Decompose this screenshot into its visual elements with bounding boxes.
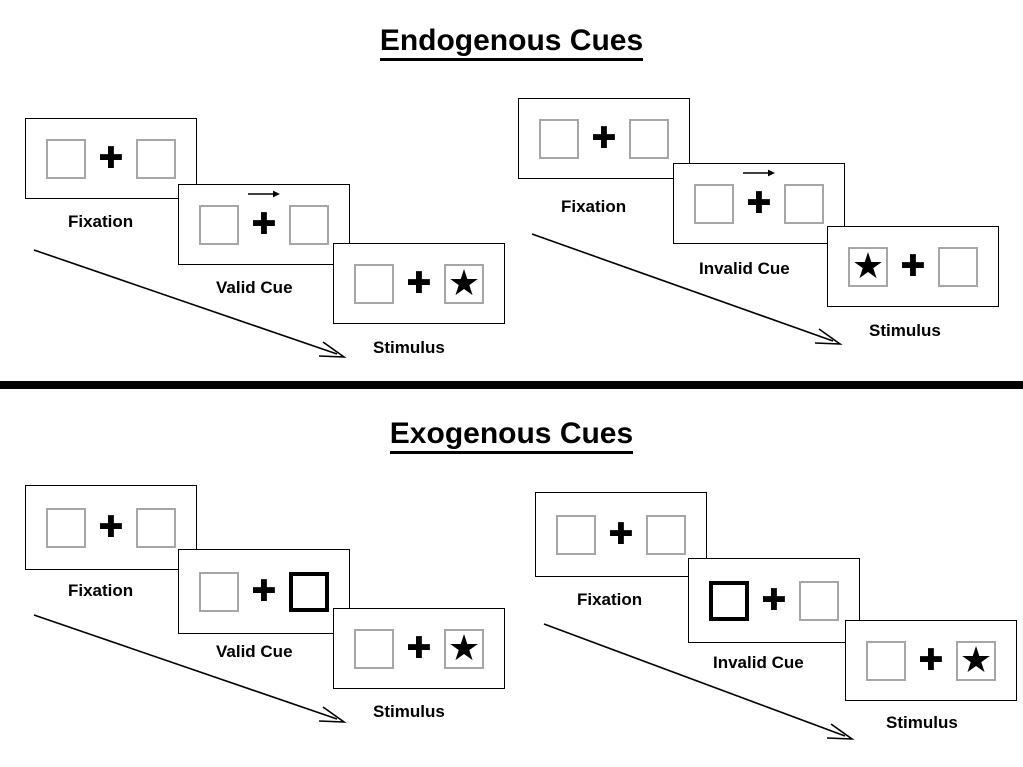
star-icon: ★ xyxy=(447,626,481,668)
frame-endogenous-valid-cue: ✚ xyxy=(178,184,350,265)
frame-label-exogenous-invalid-cue: Invalid Cue xyxy=(713,653,804,672)
left-box xyxy=(694,183,734,224)
left-box xyxy=(539,118,579,159)
frame-label-endogenous-invalid-fixation: Fixation xyxy=(561,197,627,216)
frame-exogenous-invalid-stimulus: ✚ ★ xyxy=(845,620,1017,701)
frame-content: ✚ xyxy=(694,169,824,224)
right-box xyxy=(289,204,329,245)
section-title-exogenous: Exogenous Cues xyxy=(0,417,1023,454)
fixation-cross-glyph: ✚ xyxy=(746,185,772,221)
fixation-cross-glyph: ✚ xyxy=(608,516,634,552)
frame-endogenous-invalid-stimulus: ★ ✚ xyxy=(827,226,999,307)
frame-content: ✚ xyxy=(199,190,329,245)
time-flow-arrow-endogenous-invalid xyxy=(531,233,843,345)
frame-label-endogenous-valid-cue: Valid Cue xyxy=(216,278,293,297)
fixation-cross: ✚ xyxy=(596,516,646,552)
frame-label-exogenous-invalid-stimulus: Stimulus xyxy=(886,713,958,732)
fixation-cross-glyph: ✚ xyxy=(98,140,124,176)
right-box-target: ★ xyxy=(444,626,484,669)
section-title-exogenous-text: Exogenous Cues xyxy=(389,417,634,454)
left-box-cued xyxy=(709,580,749,621)
fixation-cross-glyph: ✚ xyxy=(406,630,432,666)
left-box xyxy=(199,204,239,245)
left-box xyxy=(556,514,596,555)
fixation-cross: ✚ xyxy=(394,630,444,666)
fixation-cross: ✚ xyxy=(906,642,956,678)
frame-exogenous-invalid-cue: ✚ xyxy=(688,558,860,643)
left-box xyxy=(354,263,394,304)
fixation-cross-glyph: ✚ xyxy=(900,248,926,284)
fixation-cross: ✚ xyxy=(749,582,799,618)
frame-exogenous-valid-cue: ✚ xyxy=(178,549,350,634)
right-box xyxy=(784,183,824,224)
star-icon: ★ xyxy=(851,244,885,286)
right-box-target: ★ xyxy=(444,261,484,304)
frame-exogenous-valid-fixation: ✚ xyxy=(25,485,197,570)
cue-arrow-right-icon xyxy=(743,169,775,176)
fixation-cross: ✚ xyxy=(239,190,289,242)
fixation-cross-glyph: ✚ xyxy=(251,206,277,242)
star-icon: ★ xyxy=(959,638,993,680)
frame-content: ✚ xyxy=(46,507,176,548)
frame-endogenous-invalid-fixation: ✚ xyxy=(518,98,690,179)
fixation-cross-glyph: ✚ xyxy=(761,582,787,618)
fixation-cross-glyph: ✚ xyxy=(406,265,432,301)
right-box xyxy=(136,507,176,548)
fixation-cross: ✚ xyxy=(86,140,136,176)
left-box xyxy=(354,628,394,669)
cue-arrow-right-icon xyxy=(248,190,280,197)
fixation-cross: ✚ xyxy=(394,265,444,301)
left-box xyxy=(866,640,906,681)
frame-content: ✚ xyxy=(539,118,669,159)
frame-label-endogenous-invalid-stimulus: Stimulus xyxy=(869,321,941,340)
frame-label-exogenous-valid-fixation: Fixation xyxy=(68,581,134,600)
frame-content: ★ ✚ xyxy=(848,244,978,287)
left-box-target: ★ xyxy=(848,244,888,287)
fixation-cross-glyph: ✚ xyxy=(98,509,124,545)
frame-endogenous-invalid-cue: ✚ xyxy=(673,163,845,244)
frame-content: ✚ ★ xyxy=(866,638,996,681)
frame-label-endogenous-valid-stimulus: Stimulus xyxy=(373,338,445,357)
section-title-endogenous-text: Endogenous Cues xyxy=(379,24,644,61)
frame-exogenous-invalid-fixation: ✚ xyxy=(535,492,707,577)
frame-label-endogenous-valid-fixation: Fixation xyxy=(68,212,134,231)
left-box xyxy=(199,571,239,612)
section-title-endogenous: Endogenous Cues xyxy=(0,24,1023,61)
frame-content: ✚ xyxy=(556,514,686,555)
frame-label-endogenous-invalid-cue: Invalid Cue xyxy=(699,259,790,278)
frame-content: ✚ xyxy=(709,580,839,621)
frame-content: ✚ xyxy=(46,138,176,179)
right-box xyxy=(799,580,839,621)
section-divider xyxy=(0,381,1023,389)
frame-label-exogenous-valid-cue: Valid Cue xyxy=(216,642,293,661)
star-icon: ★ xyxy=(447,261,481,303)
frame-content: ✚ ★ xyxy=(354,261,484,304)
fixation-cross: ✚ xyxy=(239,573,289,609)
right-box xyxy=(646,514,686,555)
right-box-cued xyxy=(289,571,329,612)
frame-exogenous-valid-stimulus: ✚ ★ xyxy=(333,608,505,689)
frame-label-exogenous-invalid-fixation: Fixation xyxy=(577,590,643,609)
fixation-cross-glyph: ✚ xyxy=(591,120,617,156)
fixation-cross: ✚ xyxy=(734,169,784,221)
frame-endogenous-valid-fixation: ✚ xyxy=(25,118,197,199)
fixation-cross-glyph: ✚ xyxy=(918,642,944,678)
right-box xyxy=(136,138,176,179)
frame-endogenous-valid-stimulus: ✚ ★ xyxy=(333,243,505,324)
right-box-target: ★ xyxy=(956,638,996,681)
left-box xyxy=(46,507,86,548)
frame-content: ✚ ★ xyxy=(354,626,484,669)
right-box xyxy=(629,118,669,159)
fixation-cross-glyph: ✚ xyxy=(251,573,277,609)
fixation-cross: ✚ xyxy=(888,248,938,284)
frame-content: ✚ xyxy=(199,571,329,612)
frame-label-exogenous-valid-stimulus: Stimulus xyxy=(373,702,445,721)
left-box xyxy=(46,138,86,179)
right-box xyxy=(938,246,978,287)
fixation-cross: ✚ xyxy=(579,120,629,156)
fixation-cross: ✚ xyxy=(86,509,136,545)
